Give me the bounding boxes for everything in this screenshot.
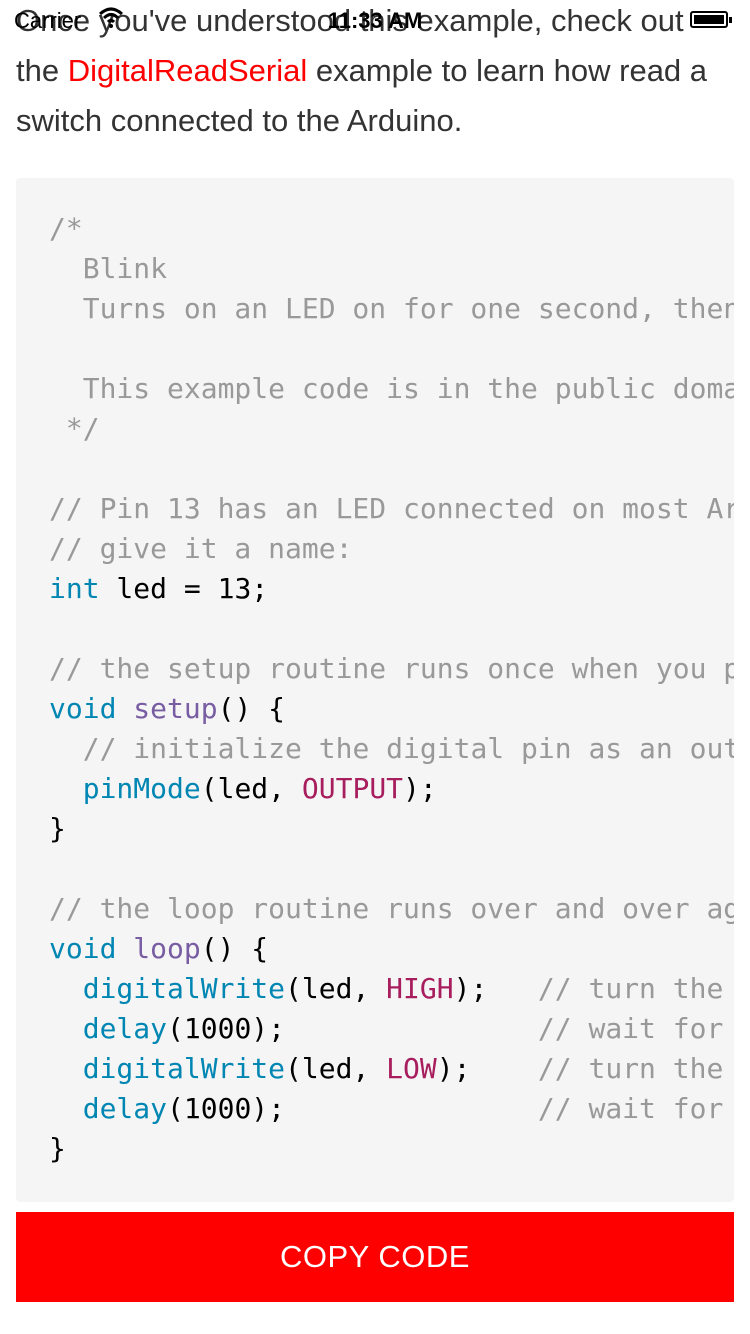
code-line-comment: // initialize the digital pin as an out xyxy=(82,732,734,765)
code-text: led = 13; xyxy=(99,572,269,605)
copy-code-button[interactable]: COPY CODE xyxy=(16,1212,734,1302)
code-keyword: void xyxy=(49,692,117,725)
code-text: (led, xyxy=(285,1052,387,1085)
code-listing: /* Blink Turns on an LED on for one seco… xyxy=(49,209,734,1169)
intro-text-start: Once you've understood this example, che… xyxy=(16,3,684,88)
code-constant: HIGH xyxy=(386,972,454,1005)
code-keyword: int xyxy=(49,572,100,605)
code-line-comment: This example code is in the public doma xyxy=(49,372,734,405)
code-call: pinMode xyxy=(82,772,201,805)
code-line-comment: /* xyxy=(49,212,83,245)
clock: 11:33 AM xyxy=(327,8,423,33)
code-text: } xyxy=(49,1132,66,1165)
code-call: digitalWrite xyxy=(82,1052,286,1085)
code-call: delay xyxy=(82,1092,168,1125)
code-keyword: void xyxy=(49,932,117,965)
code-text: ); xyxy=(453,972,538,1005)
battery-icon xyxy=(690,11,732,28)
code-text: (led, xyxy=(285,972,387,1005)
code-text: (1000); xyxy=(167,1012,538,1045)
code-line-comment: // Pin 13 has an LED connected on most A… xyxy=(49,492,734,525)
code-line-comment: // the loop routine runs over and over a… xyxy=(49,892,734,925)
code-call: digitalWrite xyxy=(82,972,286,1005)
code-text: (led, xyxy=(200,772,302,805)
code-line-comment: // the setup routine runs once when you … xyxy=(49,652,734,685)
carrier-label: Carrier xyxy=(14,8,82,33)
code-text: () { xyxy=(217,692,286,725)
status-bar: Carrier 11:33 AM xyxy=(0,0,750,40)
code-inline-comment: // wait for xyxy=(537,1092,724,1125)
code-text: ); xyxy=(403,772,437,805)
intro-text-end: example to learn how read a switch conne… xyxy=(16,53,708,138)
code-constant: LOW xyxy=(386,1052,437,1085)
code-inline-comment: // turn the xyxy=(537,972,724,1005)
wifi-icon xyxy=(98,4,124,35)
code-line-comment: */ xyxy=(49,412,100,445)
code-text: ); xyxy=(436,1052,538,1085)
code-constant: OUTPUT xyxy=(301,772,404,805)
code-inline-comment: // wait for xyxy=(537,1012,724,1045)
code-text: } xyxy=(49,812,66,845)
code-line-comment: Blink xyxy=(49,252,168,285)
code-block[interactable]: /* Blink Turns on an LED on for one seco… xyxy=(16,178,734,1202)
intro-paragraph: Once you've understood this example, che… xyxy=(16,0,734,146)
code-line-comment: // give it a name: xyxy=(49,532,353,565)
code-function-name: setup xyxy=(133,692,218,725)
code-text: () { xyxy=(200,932,269,965)
code-function-name: loop xyxy=(133,932,201,965)
code-text: (1000); xyxy=(167,1092,538,1125)
code-call: delay xyxy=(82,1012,168,1045)
code-inline-comment: // turn the xyxy=(537,1052,724,1085)
code-line-comment: Turns on an LED on for one second, then xyxy=(49,292,734,325)
digital-read-serial-link[interactable]: DigitalReadSerial xyxy=(67,53,308,88)
